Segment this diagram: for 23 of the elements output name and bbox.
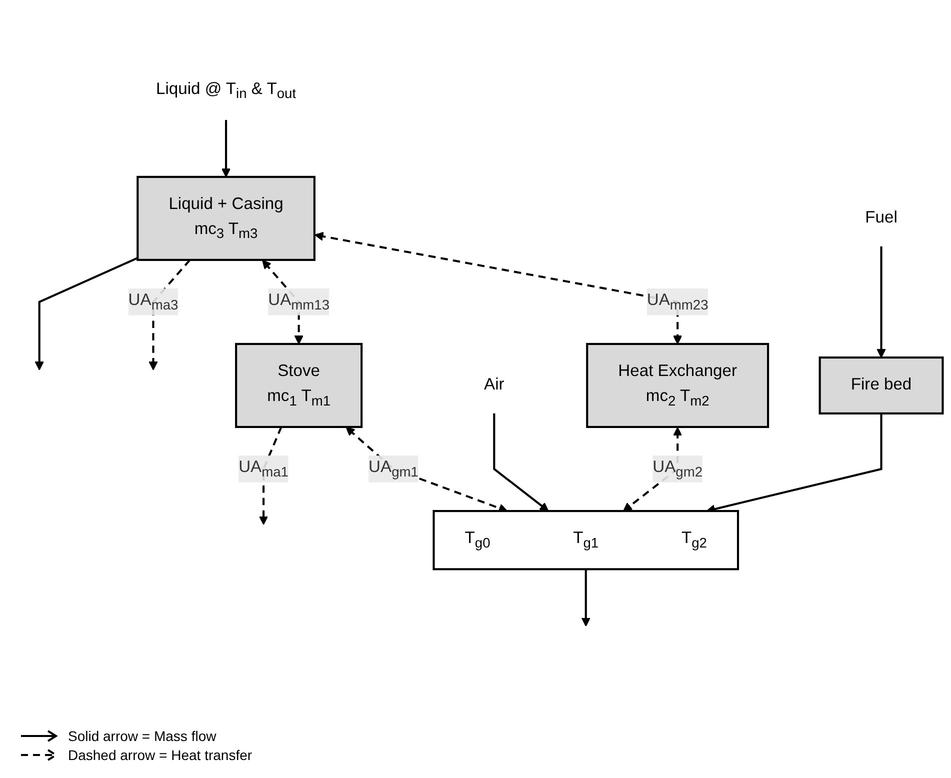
node-box — [818, 356, 944, 414]
flow-diagram: UA$_{ma3}$ UA$_{mm13}$ UA$_{mm23}$ UA$_{ma1}$ UA$_{gm1}$ UA$_{gm2}$ Liquid @ T$_{in}$ & T$_{out}$ Liquid + Casing mc$_{3}$ T$_{m3}$ Fuel Stove mc$_{1}$ T$_{m1}$ Air Heat Exchanger mc$_{2}$ T$_{m2}$ Fire bed T$_{g0}$ T$_{g1}$ T$_{g2}$ — [0, 0, 951, 719]
node-text: Air — [484, 376, 504, 394]
edge-label: UA$_{ma3}$ — [128, 292, 178, 312]
edge-label: UA$_{gm1}$ — [368, 458, 418, 480]
node-box — [586, 342, 770, 428]
arrow — [221, 120, 231, 178]
arrow — [581, 569, 590, 627]
arrow — [876, 246, 886, 358]
node-box — [235, 342, 363, 428]
edge-label: UA$_{mm13}$ — [268, 292, 330, 312]
legend-text: Dashed arrow = Heat transfer — [68, 747, 252, 763]
node-box — [136, 176, 316, 261]
edge-label: UA$_{ma1}$ — [238, 458, 288, 480]
edge-label: UA$_{gm2}$ — [652, 458, 703, 480]
dashed-arrow — [314, 232, 682, 344]
edge-label: UA$_{mm23}$ — [646, 292, 708, 312]
node-text: Fuel — [865, 209, 898, 227]
legend-text: Solid arrow = Mass flow — [68, 728, 216, 744]
node-text: Liquid @ T$_{in}$ & T$_{out}$ — [156, 80, 296, 102]
node-box — [432, 510, 740, 570]
arrow — [493, 413, 549, 512]
arrow — [34, 257, 138, 370]
